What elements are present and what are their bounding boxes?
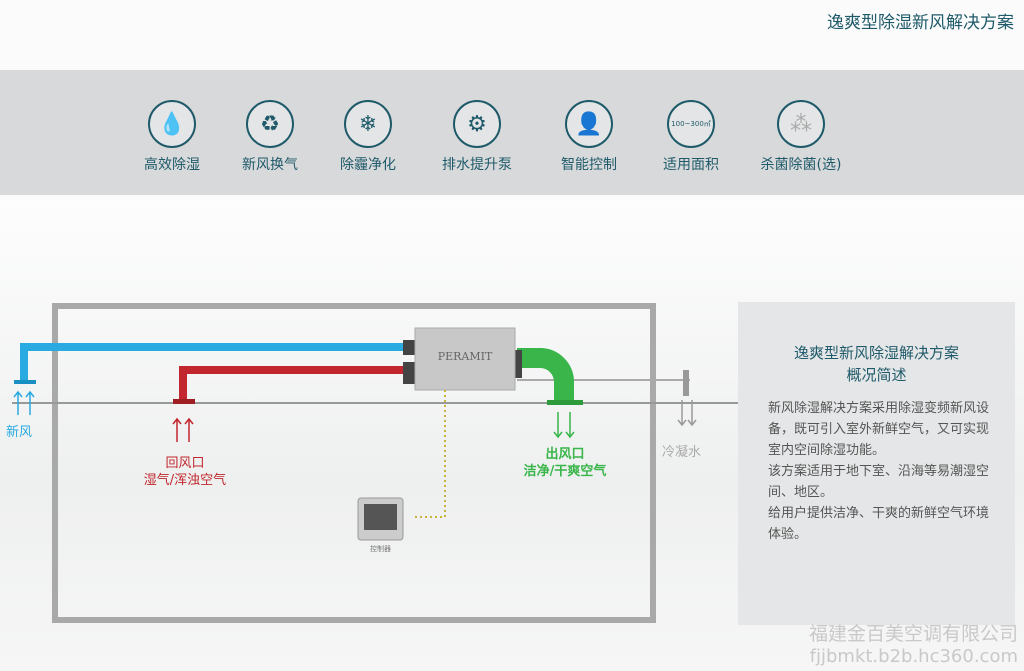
feature-label: 高效除湿 <box>144 157 200 173</box>
arrow-up-icon <box>13 390 35 415</box>
fresh-air-inlet <box>14 380 36 384</box>
page-title: 逸爽型除湿新风解决方案 <box>827 13 1014 33</box>
return-title: 回风口 <box>165 456 205 471</box>
outlet-grille <box>547 400 583 405</box>
feature-label: 杀菌除菌(选) <box>760 157 842 173</box>
pump-icon: ⚙ <box>453 100 501 148</box>
return-air-grille <box>173 399 195 404</box>
feature-dehumidify: 💧 高效除湿 <box>122 100 222 174</box>
summary-body: 新风除湿解决方案采用除湿变频新风设备，既可引入室外新鲜空气，又可实现室内空间除湿… <box>768 398 993 545</box>
feature-pump: ⚙ 排水提升泵 <box>427 100 527 174</box>
outlet-title: 出风口 <box>545 447 585 462</box>
arrow-down-icon <box>677 400 697 427</box>
outlet-duct <box>517 348 574 402</box>
summary-title: 逸爽型新风除湿解决方案概况简述 <box>738 342 1015 386</box>
return-desc: 湿气/浑浊空气 <box>143 473 227 488</box>
feature-control: 👤 智能控制 <box>539 100 639 174</box>
watermark-site: fjjbmkt.b2b.hc360.com <box>809 646 1018 667</box>
arrow-up-icon <box>172 417 194 442</box>
outlet-label: 出风口洁净/干爽空气 <box>510 446 620 480</box>
recycle-icon: ♻ <box>246 100 294 148</box>
unit-brand: PERAMIT <box>437 350 493 363</box>
feature-label: 智能控制 <box>561 157 617 173</box>
watermark-company: 福建金百美空调有限公司 <box>808 623 1018 645</box>
area-icon: 100~300㎡ <box>667 100 715 148</box>
summary-panel: 逸爽型新风除湿解决方案概况简述 新风除湿解决方案采用除湿变频新风设备，既可引入室… <box>738 302 1015 625</box>
feature-sterilize: ⁂ 杀菌除菌(选) <box>751 100 851 174</box>
feature-purify: ❄ 除霾净化 <box>318 100 418 174</box>
condensate-label: 冷凝水 <box>662 445 702 460</box>
feature-label: 适用面积 <box>663 157 719 173</box>
fresh-air-duct <box>20 343 412 382</box>
condensate-drain <box>683 370 689 396</box>
dehumidifier-unit <box>414 327 516 391</box>
germ-icon: ⁂ <box>777 100 825 148</box>
feature-ventilation: ♻ 新风换气 <box>220 100 320 174</box>
snowflake-icon: ❄ <box>344 100 392 148</box>
summary-paragraph: 该方案适用于地下室、沿海等易潮湿空间、地区。 <box>768 464 990 500</box>
feature-label: 新风换气 <box>242 157 298 173</box>
return-air-label: 回风口湿气/浑浊空气 <box>130 455 240 489</box>
summary-title-line2: 概况简述 <box>846 366 907 384</box>
summary-paragraph: 新风除湿解决方案采用除湿变频新风设备，既可引入室外新鲜空气，又可实现室内空间除湿… <box>768 401 990 458</box>
return-air-duct <box>179 366 412 400</box>
feature-label: 除霾净化 <box>340 157 396 173</box>
water-drop-icon: 💧 <box>148 100 196 148</box>
outlet-desc: 洁净/干爽空气 <box>523 464 607 479</box>
room-outline <box>52 303 656 623</box>
control-wire <box>415 390 446 518</box>
person-icon: 👤 <box>565 100 613 148</box>
summary-paragraph: 给用户提供洁净、干爽的新鲜空气环境体验。 <box>768 506 990 542</box>
summary-title-line1: 逸爽型新风除湿解决方案 <box>793 344 959 362</box>
feature-label: 排水提升泵 <box>442 157 512 173</box>
controller-label: 控制器 <box>370 545 391 553</box>
fresh-air-label: 新风 <box>6 425 33 440</box>
arrow-down-icon <box>553 412 575 439</box>
